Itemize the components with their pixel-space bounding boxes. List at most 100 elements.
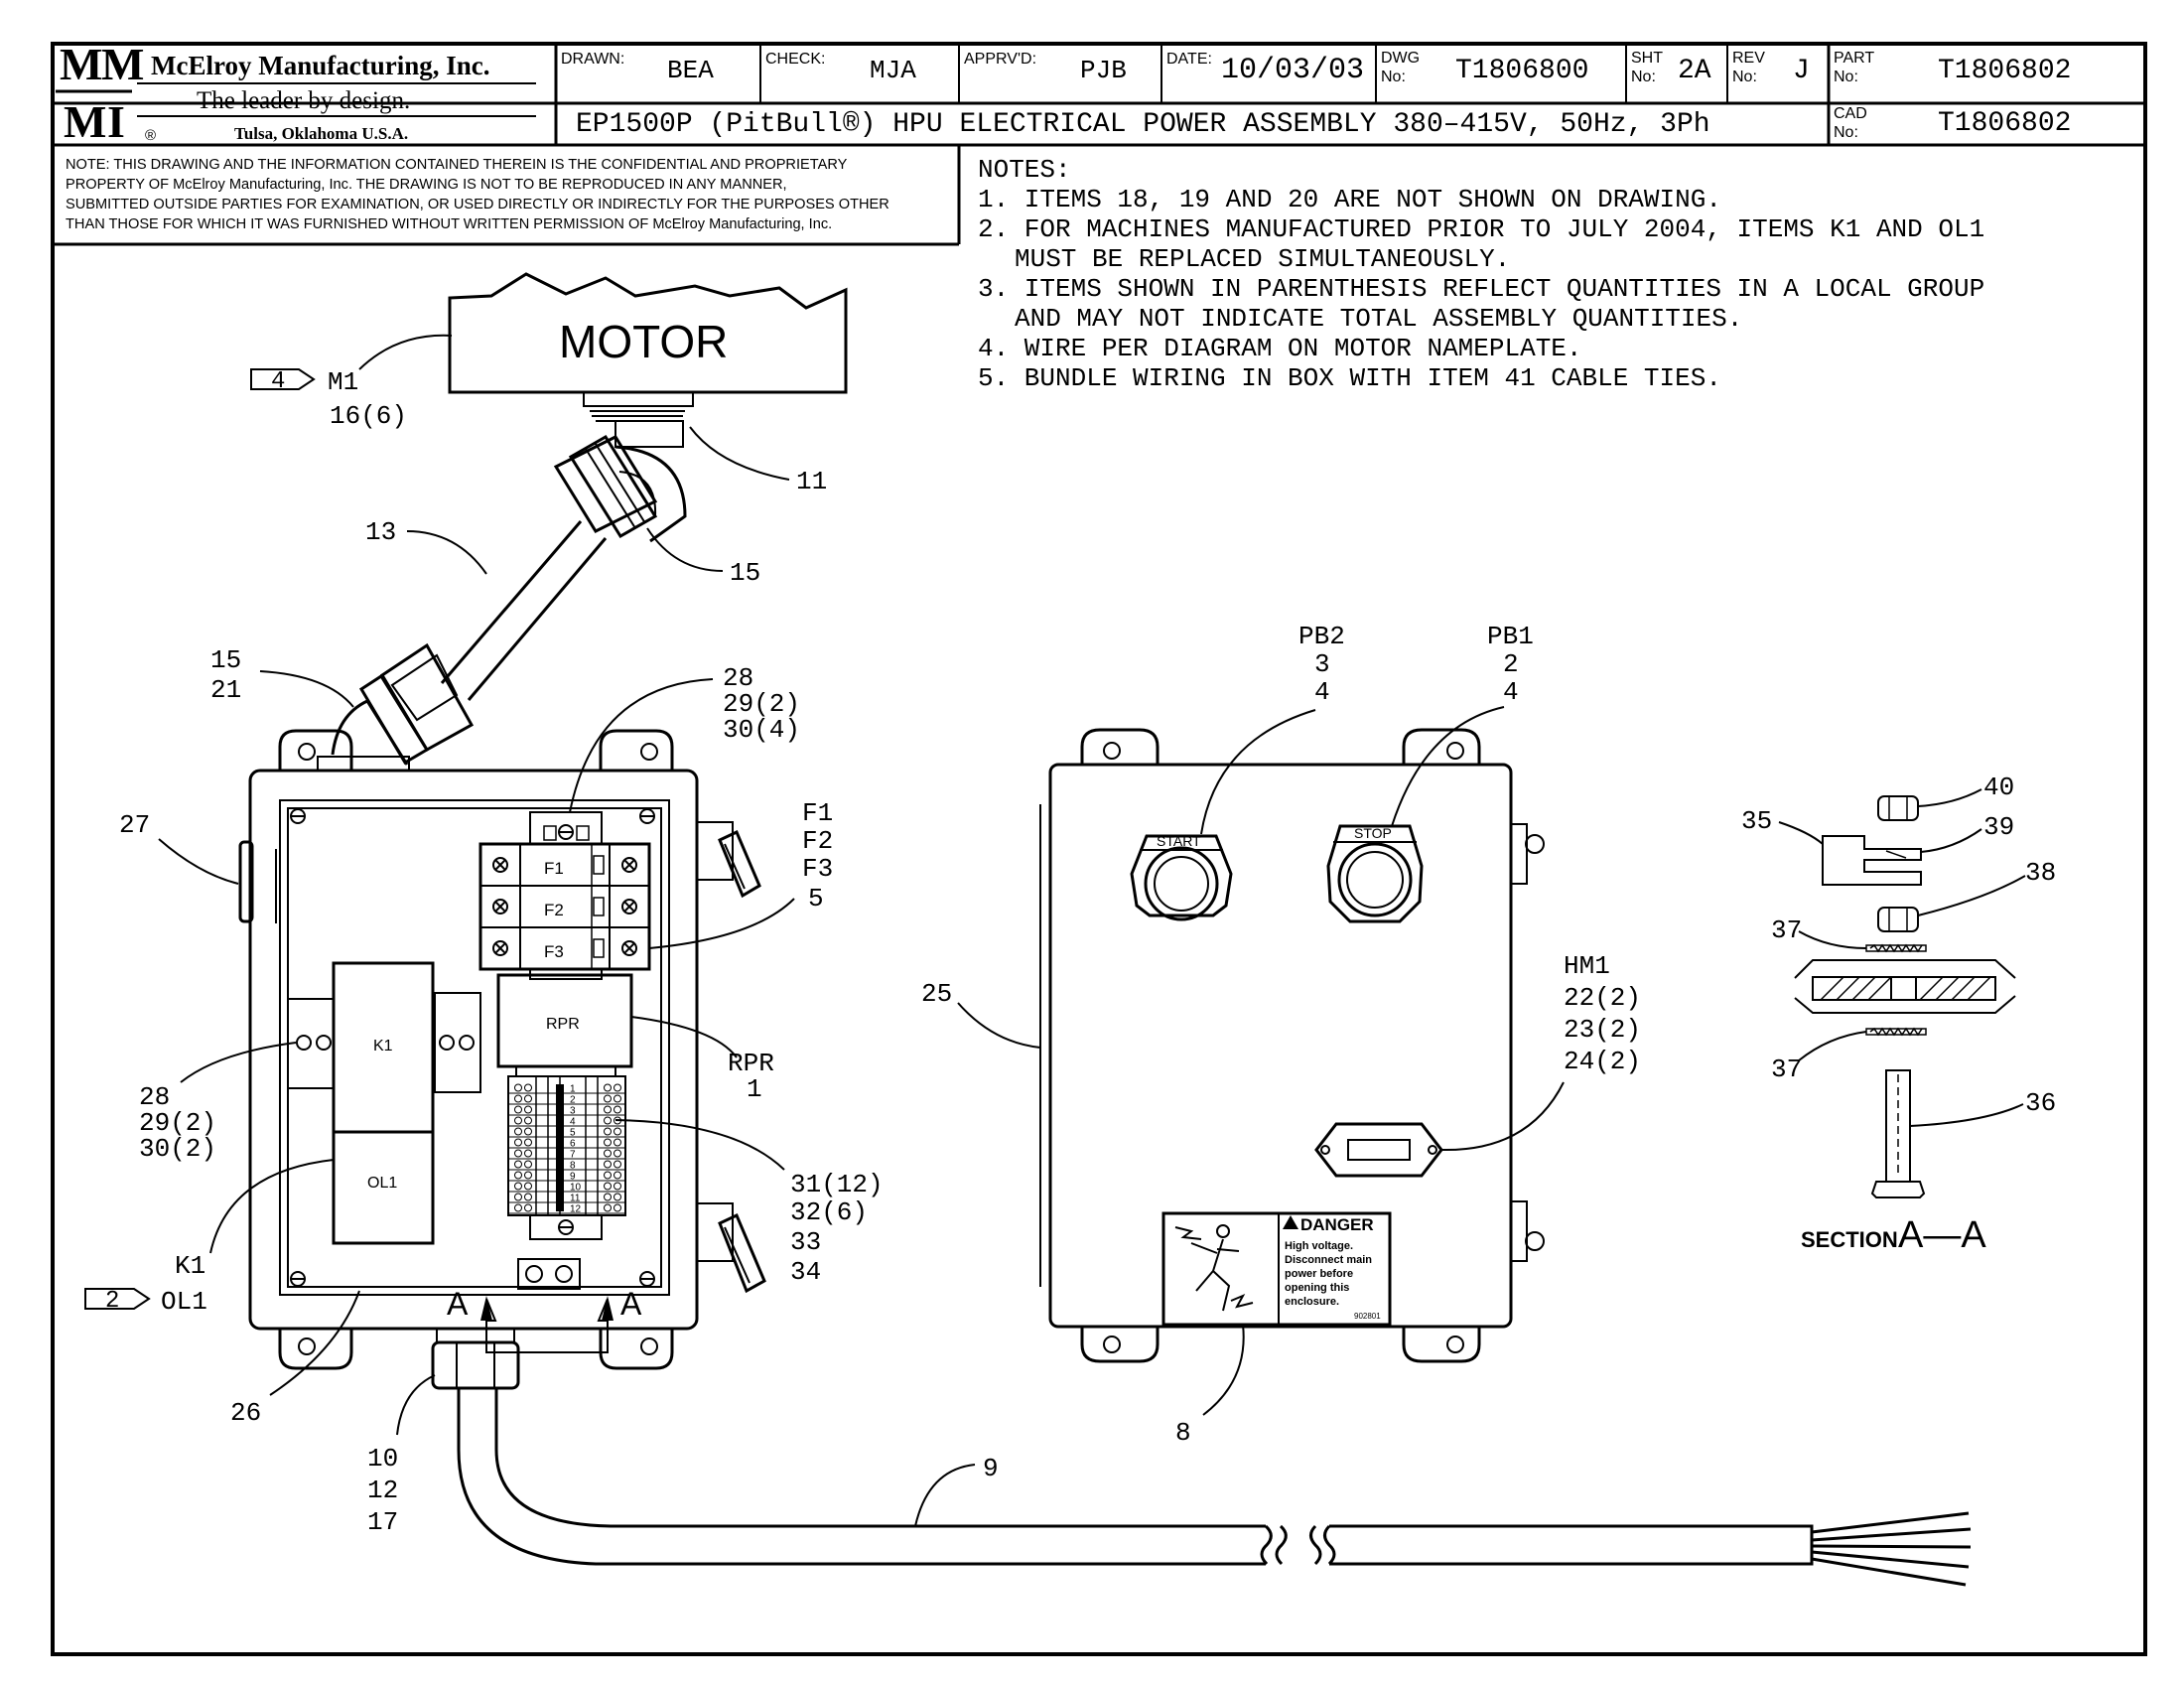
notes-block: NOTES: 1. ITEMS 18, 19 AND 20 ARE NOT SH…	[978, 155, 1984, 393]
svg-text:31(12): 31(12)	[790, 1170, 884, 1199]
terminal-number: 11	[570, 1194, 581, 1204]
svg-text:PB1: PB1	[1487, 622, 1534, 651]
terminal-screw	[514, 1105, 522, 1114]
mmi-logo: M M M I	[60, 39, 144, 147]
terminal-screw	[524, 1127, 532, 1136]
svg-text:30(2): 30(2)	[139, 1134, 216, 1164]
terminal-screw	[604, 1138, 612, 1147]
motor-label: MOTOR	[559, 316, 728, 367]
conduit-assembly	[331, 434, 687, 766]
svg-text:37: 37	[1771, 915, 1802, 945]
terminal-screw	[614, 1138, 621, 1147]
svg-text:4: 4	[1314, 677, 1330, 707]
svg-text:M1: M1	[328, 367, 358, 397]
svg-text:32(6): 32(6)	[790, 1197, 868, 1227]
terminal-screw	[524, 1138, 532, 1147]
svg-text:30(4): 30(4)	[723, 715, 800, 745]
svg-text:K1: K1	[373, 1038, 393, 1055]
section-letters: A—A	[1898, 1214, 1986, 1256]
svg-text:PROPERTY OF McElroy Manufactur: PROPERTY OF McElroy Manufacturing, Inc. …	[66, 177, 787, 193]
hour-meter	[1314, 1122, 1443, 1178]
note-flag-4	[250, 368, 316, 390]
svg-text:4: 4	[1503, 677, 1519, 707]
drawing-date: 10/03/03	[1221, 54, 1364, 87]
svg-text:DATE:: DATE:	[1166, 51, 1212, 68]
terminal-screw	[614, 1105, 621, 1114]
callouts: 11 15 13 15 21 28 29(2) 30(4) 27 F1 F2 F…	[84, 426, 2056, 1537]
svg-text:enclosure.: enclosure.	[1285, 1296, 1339, 1308]
terminal-screw	[604, 1171, 612, 1180]
svg-text:2: 2	[105, 1288, 119, 1315]
side-switch-top	[696, 821, 761, 899]
terminal-screw	[524, 1116, 532, 1125]
terminal-screw	[524, 1149, 532, 1158]
terminal-screw	[614, 1149, 621, 1158]
svg-text:RPR: RPR	[728, 1049, 774, 1078]
terminal-screw	[604, 1203, 612, 1212]
svg-text:4. WIRE PER DIAGRAM ON MOTOR: 4. WIRE PER DIAGRAM ON MOTOR NAMEPLATE.	[978, 334, 1582, 363]
section-word: SECTION	[1801, 1227, 1898, 1252]
svg-text:RPR: RPR	[546, 1016, 580, 1033]
svg-text:5. BUNDLE WIRING IN BOX WITH: 5. BUNDLE WIRING IN BOX WITH ITEM 41 CAB…	[978, 363, 1721, 393]
terminal-screw	[514, 1171, 522, 1180]
svg-text:15: 15	[730, 558, 760, 588]
terminal-number: 12	[570, 1204, 582, 1215]
sheet-number: 2A	[1678, 56, 1711, 86]
svg-text:NOTE: THIS DRAWING AND THE INF: NOTE: THIS DRAWING AND THE INFORMATION C…	[66, 157, 848, 173]
terminal-screw	[524, 1105, 532, 1114]
svg-text:No:: No:	[1381, 69, 1406, 85]
terminal-screw	[604, 1160, 612, 1169]
svg-text:9: 9	[983, 1454, 999, 1483]
confidential-notice: NOTE: THIS DRAWING AND THE INFORMATION C…	[53, 145, 961, 246]
svg-text:F1: F1	[544, 859, 564, 878]
drawing-title: EP1500P (PitBull®) HPU ELECTRICAL POWER …	[576, 109, 1710, 140]
terminal-screw	[604, 1116, 612, 1125]
svg-text:26: 26	[230, 1398, 261, 1428]
svg-text:8: 8	[1175, 1418, 1191, 1448]
svg-text:12: 12	[367, 1476, 398, 1505]
svg-text:CHECK:: CHECK:	[765, 51, 825, 68]
svg-text:28: 28	[139, 1082, 170, 1112]
svg-text:No:: No:	[1834, 124, 1858, 141]
drawing-number: T1806800	[1455, 56, 1588, 86]
svg-text:27: 27	[119, 810, 150, 840]
svg-text:MUST BE REPLACED SIMULTANEOUSL: MUST BE REPLACED SIMULTANEOUSLY.	[1015, 244, 1510, 274]
terminal-screw	[614, 1160, 621, 1169]
svg-text:29(2): 29(2)	[139, 1108, 216, 1138]
svg-text:F3: F3	[802, 854, 833, 884]
svg-text:16(6): 16(6)	[330, 401, 407, 431]
terminal-screw	[604, 1083, 612, 1092]
terminal-screw	[614, 1193, 621, 1201]
svg-text:SHT: SHT	[1631, 50, 1663, 67]
terminal-screw	[524, 1193, 532, 1201]
terminal-screw	[524, 1160, 532, 1169]
checked-by: MJA	[870, 56, 916, 85]
notes-heading: NOTES:	[978, 155, 1071, 185]
svg-text:PART: PART	[1834, 50, 1874, 67]
terminal-screw	[524, 1182, 532, 1191]
terminal-screw	[514, 1160, 522, 1169]
svg-text:CAD: CAD	[1834, 105, 1867, 122]
svg-text:28: 28	[723, 663, 753, 693]
svg-text:Disconnect main: Disconnect main	[1285, 1254, 1372, 1266]
company-name: McElroy Manufacturing, Inc.	[151, 51, 489, 80]
svg-text:power before: power before	[1285, 1268, 1353, 1280]
terminal-number: 7	[570, 1150, 576, 1161]
svg-text:38: 38	[2025, 858, 2056, 888]
terminal-screw	[614, 1171, 621, 1180]
side-switch-bottom	[696, 1202, 766, 1294]
svg-text:2. FOR MACHINES MANUFACTURED: 2. FOR MACHINES MANUFACTURED PRIOR TO JU…	[978, 214, 1984, 244]
svg-text:21: 21	[210, 675, 241, 705]
terminal-number: 3	[570, 1106, 576, 1117]
revision-number: J	[1793, 56, 1810, 86]
terminal-screw	[514, 1193, 522, 1201]
svg-text:23(2): 23(2)	[1564, 1015, 1641, 1045]
terminal-number: 10	[570, 1183, 582, 1194]
svg-text:2: 2	[1503, 649, 1519, 679]
svg-text:AND MAY NOT INDICATE TOTAL ASS: AND MAY NOT INDICATE TOTAL ASSEMBLY QUAN…	[1015, 304, 1742, 334]
overload-ol1: OL1	[332, 1130, 435, 1245]
svg-text:22(2): 22(2)	[1564, 983, 1641, 1013]
sheet-border	[51, 42, 2147, 1656]
drawn-by: BEA	[667, 56, 714, 85]
